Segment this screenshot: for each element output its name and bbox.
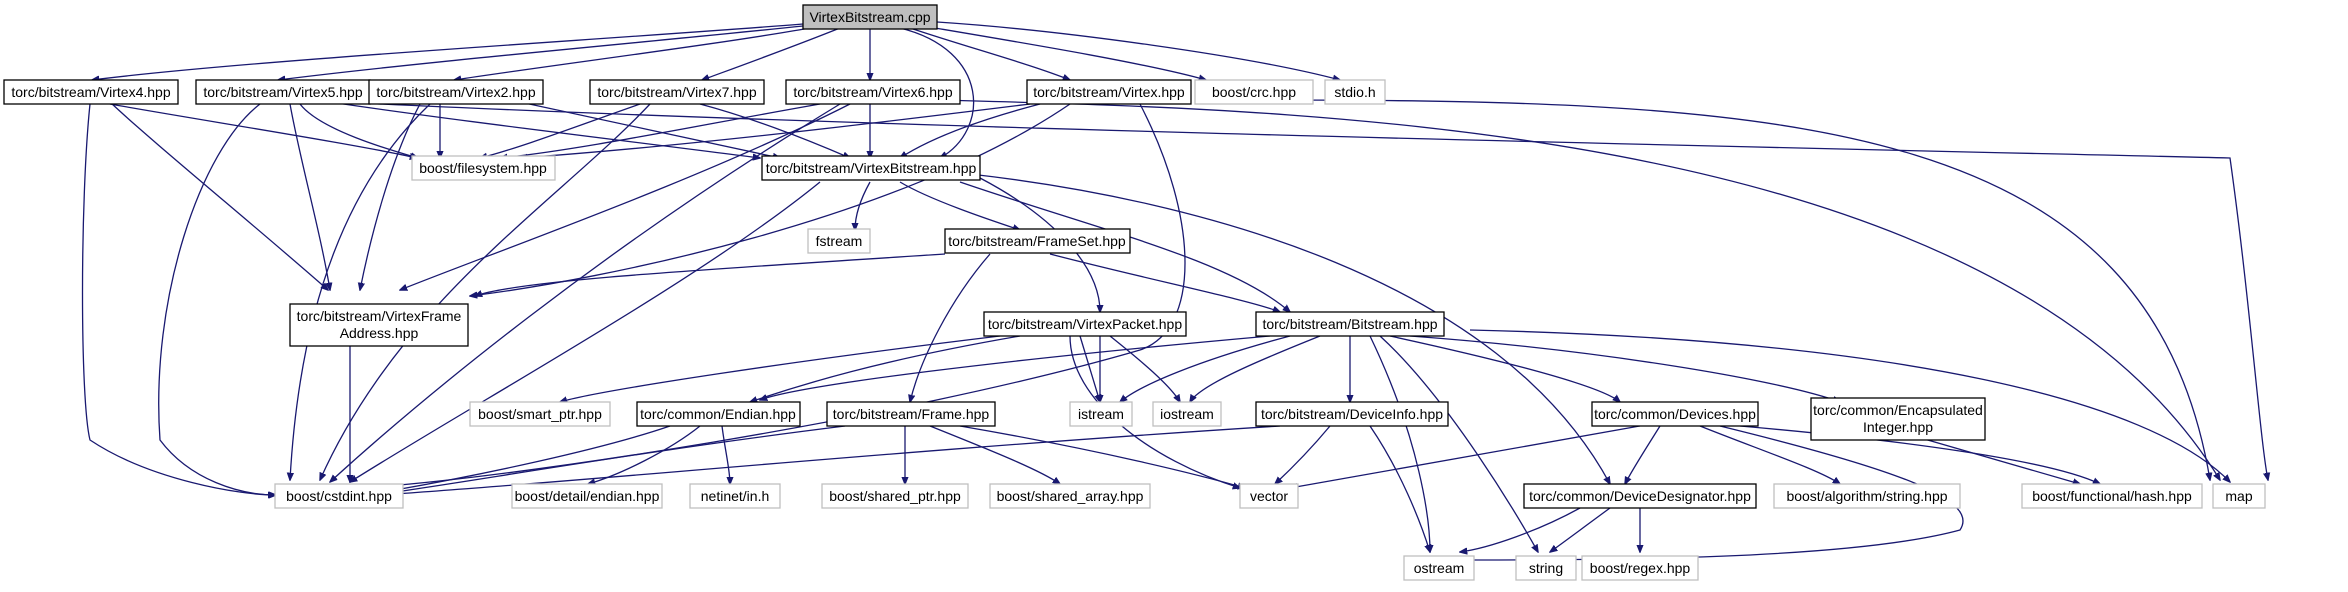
- node-label: boost/smart_ptr.hpp: [478, 406, 602, 422]
- node-boost-algorithm-string-hpp[interactable]: boost/algorithm/string.hpp: [1773, 483, 1961, 509]
- node-label: torc/bitstream/VirtexPacket.hpp: [988, 316, 1182, 332]
- node-virtexpacket-hpp[interactable]: torc/bitstream/VirtexPacket.hpp: [983, 311, 1187, 337]
- node-encapsulatedinteger-hpp[interactable]: torc/common/Encapsulated Integer.hpp: [1810, 397, 1986, 441]
- node-boost-filesystem-hpp[interactable]: boost/filesystem.hpp: [411, 155, 556, 181]
- include-nodes: VirtexBitstream.cpp torc/bitstream/Virte…: [3, 4, 2266, 581]
- node-label: boost/detail/endian.hpp: [515, 488, 660, 504]
- node-label: torc/bitstream/DeviceInfo.hpp: [1261, 406, 1443, 422]
- node-label: torc/bitstream/Virtex.hpp: [1033, 84, 1185, 100]
- node-label: torc/bitstream/Virtex5.hpp: [203, 84, 362, 100]
- node-iostream[interactable]: iostream: [1152, 401, 1222, 427]
- node-istream[interactable]: istream: [1069, 401, 1133, 427]
- node-boost-shared-ptr-hpp[interactable]: boost/shared_ptr.hpp: [821, 483, 969, 509]
- node-stdio-h[interactable]: stdio.h: [1324, 79, 1386, 105]
- node-label: torc/common/DeviceDesignator.hpp: [1529, 488, 1751, 504]
- node-label: torc/bitstream/Virtex2.hpp: [376, 84, 535, 100]
- node-virtex-hpp[interactable]: torc/bitstream/Virtex.hpp: [1026, 79, 1192, 105]
- node-endian-hpp[interactable]: torc/common/Endian.hpp: [636, 401, 801, 427]
- node-label: boost/regex.hpp: [1590, 560, 1691, 576]
- node-virtex2-hpp[interactable]: torc/bitstream/Virtex2.hpp: [368, 79, 544, 105]
- node-boost-detail-endian-hpp[interactable]: boost/detail/endian.hpp: [511, 483, 663, 509]
- node-label-line2: Address.hpp: [340, 325, 419, 341]
- node-label: torc/bitstream/Virtex7.hpp: [597, 84, 756, 100]
- node-virtex5-hpp[interactable]: torc/bitstream/Virtex5.hpp: [195, 79, 371, 105]
- node-label-line2: Integer.hpp: [1863, 419, 1933, 435]
- node-devicedesignator-hpp[interactable]: torc/common/DeviceDesignator.hpp: [1523, 483, 1757, 509]
- node-bitstream-hpp[interactable]: torc/bitstream/Bitstream.hpp: [1255, 311, 1445, 337]
- node-virtexframeaddress-hpp[interactable]: torc/bitstream/VirtexFrame Address.hpp: [289, 303, 469, 347]
- node-label: netinet/in.h: [701, 488, 770, 504]
- node-label: torc/bitstream/Virtex4.hpp: [11, 84, 170, 100]
- node-label: iostream: [1160, 406, 1214, 422]
- node-label: stdio.h: [1334, 84, 1375, 100]
- node-label: boost/shared_array.hpp: [997, 488, 1144, 504]
- node-label: boost/algorithm/string.hpp: [1786, 488, 1947, 504]
- node-label: torc/bitstream/VirtexBitstream.hpp: [766, 160, 977, 176]
- node-boost-shared-array-hpp[interactable]: boost/shared_array.hpp: [989, 483, 1151, 509]
- node-label: torc/bitstream/Frame.hpp: [833, 406, 990, 422]
- node-boost-smart-ptr-hpp[interactable]: boost/smart_ptr.hpp: [469, 401, 611, 427]
- node-label: boost/cstdint.hpp: [286, 488, 392, 504]
- node-label: istream: [1078, 406, 1124, 422]
- node-devices-hpp[interactable]: torc/common/Devices.hpp: [1591, 401, 1759, 427]
- node-netinet-in-h[interactable]: netinet/in.h: [689, 483, 781, 509]
- node-boost-functional-hash-hpp[interactable]: boost/functional/hash.hpp: [2021, 483, 2203, 509]
- node-label-line1: torc/bitstream/VirtexFrame: [297, 308, 462, 324]
- node-virtex7-hpp[interactable]: torc/bitstream/Virtex7.hpp: [589, 79, 765, 105]
- node-label: string: [1529, 560, 1563, 576]
- node-label: boost/functional/hash.hpp: [2032, 488, 2192, 504]
- node-label: ostream: [1414, 560, 1465, 576]
- node-boost-regex-hpp[interactable]: boost/regex.hpp: [1581, 555, 1699, 581]
- node-label: vector: [1250, 488, 1288, 504]
- node-frame-hpp[interactable]: torc/bitstream/Frame.hpp: [826, 401, 996, 427]
- node-label: boost/shared_ptr.hpp: [829, 488, 961, 504]
- node-virtex4-hpp[interactable]: torc/bitstream/Virtex4.hpp: [3, 79, 179, 105]
- node-label: map: [2225, 488, 2252, 504]
- node-label: torc/common/Devices.hpp: [1594, 406, 1756, 422]
- node-label: VirtexBitstream.cpp: [809, 9, 930, 25]
- node-boost-crc-hpp[interactable]: boost/crc.hpp: [1194, 79, 1314, 105]
- node-map[interactable]: map: [2212, 483, 2266, 509]
- node-boost-cstdint-hpp[interactable]: boost/cstdint.hpp: [274, 483, 404, 509]
- node-fstream[interactable]: fstream: [807, 228, 871, 254]
- node-virtexbitstream-cpp[interactable]: VirtexBitstream.cpp: [802, 4, 938, 30]
- node-deviceinfo-hpp[interactable]: torc/bitstream/DeviceInfo.hpp: [1255, 401, 1449, 427]
- node-label: boost/crc.hpp: [1212, 84, 1296, 100]
- node-vector[interactable]: vector: [1239, 483, 1299, 509]
- node-ostream[interactable]: ostream: [1403, 555, 1475, 581]
- node-frameset-hpp[interactable]: torc/bitstream/FrameSet.hpp: [944, 228, 1131, 254]
- node-label-line1: torc/common/Encapsulated: [1813, 402, 1983, 418]
- dependency-edges: [81, 21, 2269, 560]
- node-label: torc/bitstream/Bitstream.hpp: [1262, 316, 1437, 332]
- node-virtexbitstream-hpp[interactable]: torc/bitstream/VirtexBitstream.hpp: [761, 155, 981, 181]
- node-label: fstream: [816, 233, 863, 249]
- node-label: torc/bitstream/FrameSet.hpp: [948, 233, 1126, 249]
- node-label: torc/bitstream/Virtex6.hpp: [793, 84, 952, 100]
- node-virtex6-hpp[interactable]: torc/bitstream/Virtex6.hpp: [785, 79, 961, 105]
- node-label: boost/filesystem.hpp: [419, 160, 547, 176]
- node-label: torc/common/Endian.hpp: [640, 406, 796, 422]
- node-string[interactable]: string: [1515, 555, 1577, 581]
